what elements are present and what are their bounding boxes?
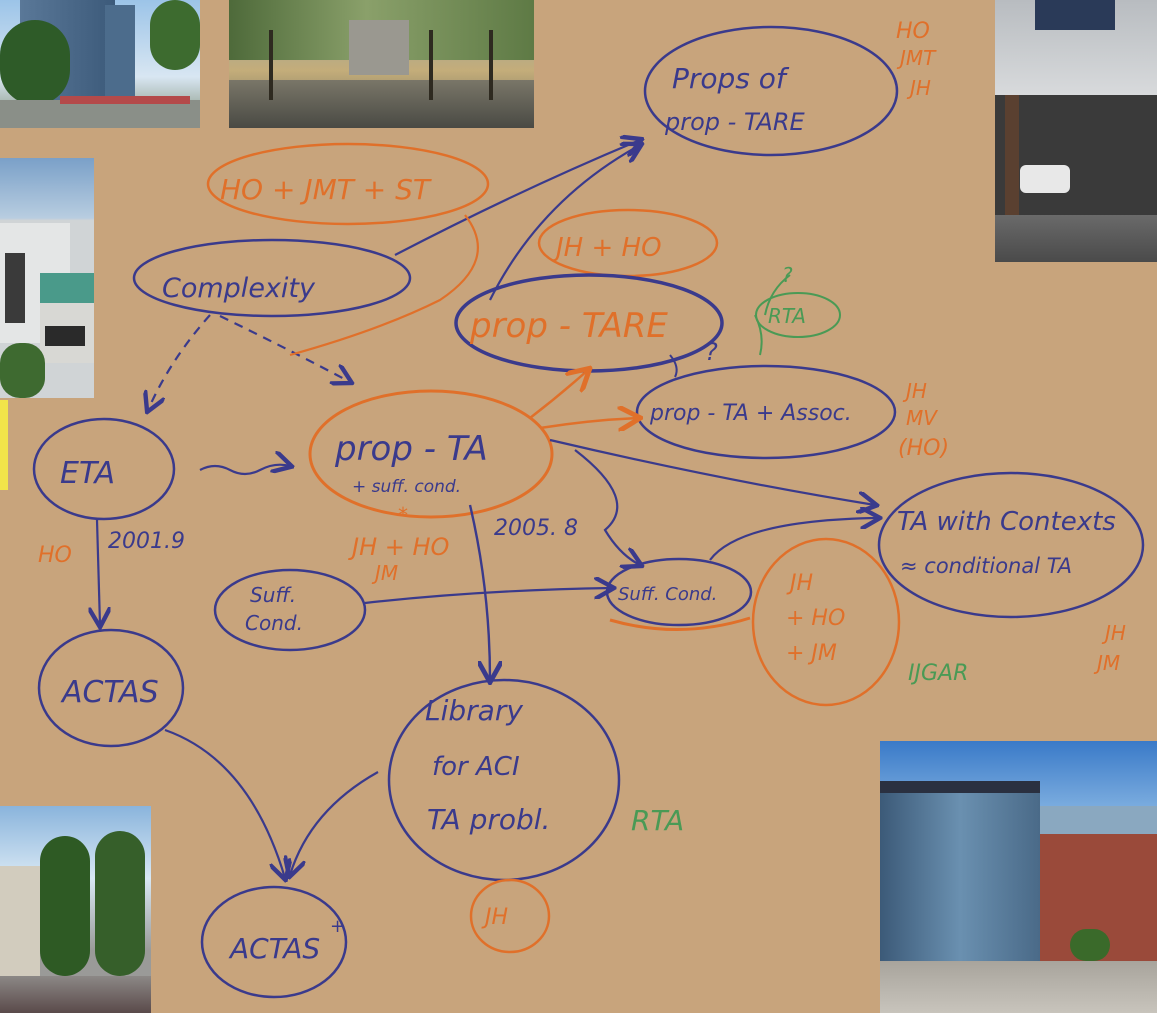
props-of-label-1: Props of xyxy=(672,62,790,95)
rta-small-label: RTA xyxy=(768,304,806,328)
right-mid-initials-1: JH xyxy=(902,379,927,403)
right-mid-initials-3: (HO) xyxy=(898,436,949,461)
prop-ta-node xyxy=(308,389,554,519)
props-of-prop-tare-node xyxy=(643,25,899,157)
library-label-2: for ACI xyxy=(432,752,520,782)
question-mark-1: ? xyxy=(705,338,718,366)
prop-tare-assoc-link xyxy=(669,354,678,378)
eta-label: ETA xyxy=(60,456,115,491)
prop-ta-to-prop-tare-arrow xyxy=(529,370,588,419)
suff-cond-mid-underline xyxy=(609,616,751,632)
right-lower-initials-2: JM xyxy=(1093,651,1120,675)
building-entrance-photo xyxy=(995,0,1157,262)
complexity-node xyxy=(132,238,412,318)
rta-bottom-label: RTA xyxy=(631,804,684,837)
ta-with-contexts-node xyxy=(877,471,1145,619)
suff-cond-left-label-1: Suff. xyxy=(250,583,296,607)
ho-jmt-st-bracket xyxy=(289,214,479,357)
prop-ta-assoc-label: prop - TA + Assoc. xyxy=(649,401,852,426)
complexity-label: Complexity xyxy=(162,273,316,304)
top-right-initials-2: JMT xyxy=(896,46,937,70)
suff-left-to-suff-mid-arrow xyxy=(364,588,612,605)
complexity-to-props-arrow xyxy=(394,140,640,256)
jh-circle-label-1: JH xyxy=(786,571,813,596)
jh-bottom-node xyxy=(469,878,551,954)
ta-with-contexts-label-2: ≈ conditional TA xyxy=(900,554,1072,578)
library-label-3: TA probl. xyxy=(427,803,550,836)
jh-ho-under-prop-ta: JH + HO xyxy=(348,533,449,561)
ijgar-label: IJGAR xyxy=(908,661,968,686)
eta-to-actas-arrow xyxy=(97,519,100,625)
actas-plus-label: ACTAS xyxy=(228,932,320,965)
complexity-to-eta-dashed xyxy=(148,314,211,410)
prop-tare-to-props-arrow xyxy=(489,145,640,301)
suff-cond-mid-label: Suff. Cond. xyxy=(618,584,717,605)
prop-ta-sub-label: + suff. cond. xyxy=(352,477,461,497)
prop-ta-to-assoc-arrow xyxy=(539,418,638,428)
actas-label: ACTAS xyxy=(60,675,159,710)
eta-to-prop-ta-wave xyxy=(199,465,290,476)
prop-ta-to-ta-contexts-arrow xyxy=(549,438,875,505)
suff-cond-left-label-2: Cond. xyxy=(245,611,303,635)
top-right-initials-1: HO xyxy=(896,19,930,44)
tall-trees-photo xyxy=(0,806,151,1013)
question-mark-2: ? xyxy=(782,263,793,287)
campus-path-photo xyxy=(229,0,534,128)
jh-circle-label-3: + JM xyxy=(786,641,837,666)
prop-ta-label: prop - TA xyxy=(334,429,488,469)
star-mark: * xyxy=(398,503,408,527)
actas-node xyxy=(37,628,185,748)
jh-ho-jm-circle-node xyxy=(751,537,901,707)
prop-ta-to-suff-cond-arrow xyxy=(574,449,640,565)
suff-cond-to-ta-contexts-arrow xyxy=(709,518,878,561)
rta-link xyxy=(754,274,791,356)
jm-under-prop-ta: JM xyxy=(371,561,398,585)
ho-left-label: HO xyxy=(38,543,72,568)
year-2001-label: 2001.9 xyxy=(108,529,185,554)
prop-tare-label: prop - TARE xyxy=(469,306,668,346)
prop-ta-to-library-arrow xyxy=(468,504,490,680)
top-right-initials-3: JH xyxy=(906,76,931,100)
ho-jmt-st-node xyxy=(206,142,490,226)
ho-jmt-st-label: HO + JMT + ST xyxy=(220,173,432,206)
complexity-to-prop-ta-dashed xyxy=(219,315,350,382)
white-building-photo xyxy=(0,158,94,398)
jh-ho-top-label: JH + HO xyxy=(551,233,662,263)
ta-with-contexts-label-1: TA with Contexts xyxy=(897,507,1116,537)
glass-building-photo xyxy=(880,741,1157,1013)
props-of-label-2: prop - TARE xyxy=(664,108,805,136)
suff-cond-left-node xyxy=(213,568,367,652)
library-label-1: Library xyxy=(425,694,523,727)
actas-to-actas-plus-arrow xyxy=(164,728,285,878)
library-to-actas-plus-arrow xyxy=(290,771,379,875)
city-street-photo xyxy=(0,0,200,128)
jh-bottom-label: JH xyxy=(481,905,508,930)
yellow-highlight-strip xyxy=(0,400,8,490)
right-lower-initials-1: JH xyxy=(1101,621,1126,645)
year-2005-label: 2005. 8 xyxy=(494,516,578,541)
eta-node xyxy=(32,417,176,521)
jh-circle-label-2: + HO xyxy=(786,606,845,631)
actas-plus-node xyxy=(200,885,348,999)
actas-plus-superscript: + xyxy=(330,916,345,937)
right-mid-initials-2: MV xyxy=(906,406,938,430)
